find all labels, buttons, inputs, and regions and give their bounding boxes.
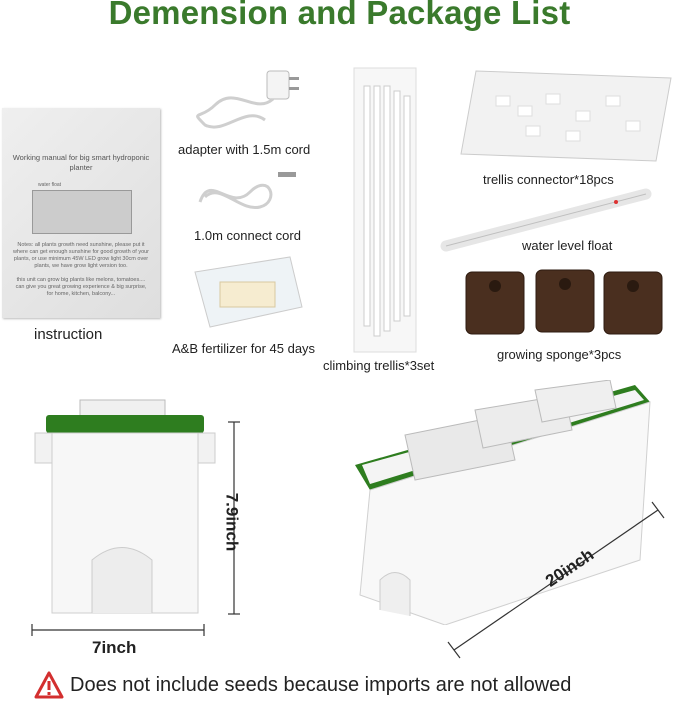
water-float-image [440,188,652,252]
trellis-image [353,67,417,353]
trellis-connector-image [460,70,672,162]
width-dimension-line [31,624,205,636]
planter-front-view [34,399,216,614]
manual-heading: Working manual for big smart hydroponic … [12,153,150,172]
connect-cord-label: 1.0m connect cord [194,228,301,243]
water-float-label: water level float [522,238,613,253]
instruction-manual-image: Working manual for big smart hydroponic … [2,108,160,318]
planter-perspective-view [355,380,651,625]
sponge-label: growing sponge*3pcs [497,347,622,362]
manual-planter-illustration [32,190,132,234]
adapter-label: adapter with 1.5m cord [178,142,311,157]
warning-icon [34,671,64,699]
length-dimension-line [447,501,665,659]
warning-text: Does not include seeds because imports a… [70,674,572,696]
fertilizer-image [194,256,303,328]
manual-small-label: water float [38,182,62,188]
manual-notes: Notes: all plants growth need sunshine, … [12,242,150,297]
fertilizer-label: A&B fertilizer for 45 days [172,341,316,356]
trellis-label: climbing trellis*3set [323,358,435,373]
height-label: 7.9inch [222,492,242,552]
trellis-connector-label: trellis connector*18pcs [483,172,614,187]
height-dimension-line [228,421,240,615]
page-title: Demension and Package List [108,0,571,31]
connect-cord-image [198,172,296,209]
width-label: 7inch [92,638,137,657]
instruction-label: instruction [34,326,103,343]
sponge-image [465,269,663,335]
adapter-image [196,70,299,129]
